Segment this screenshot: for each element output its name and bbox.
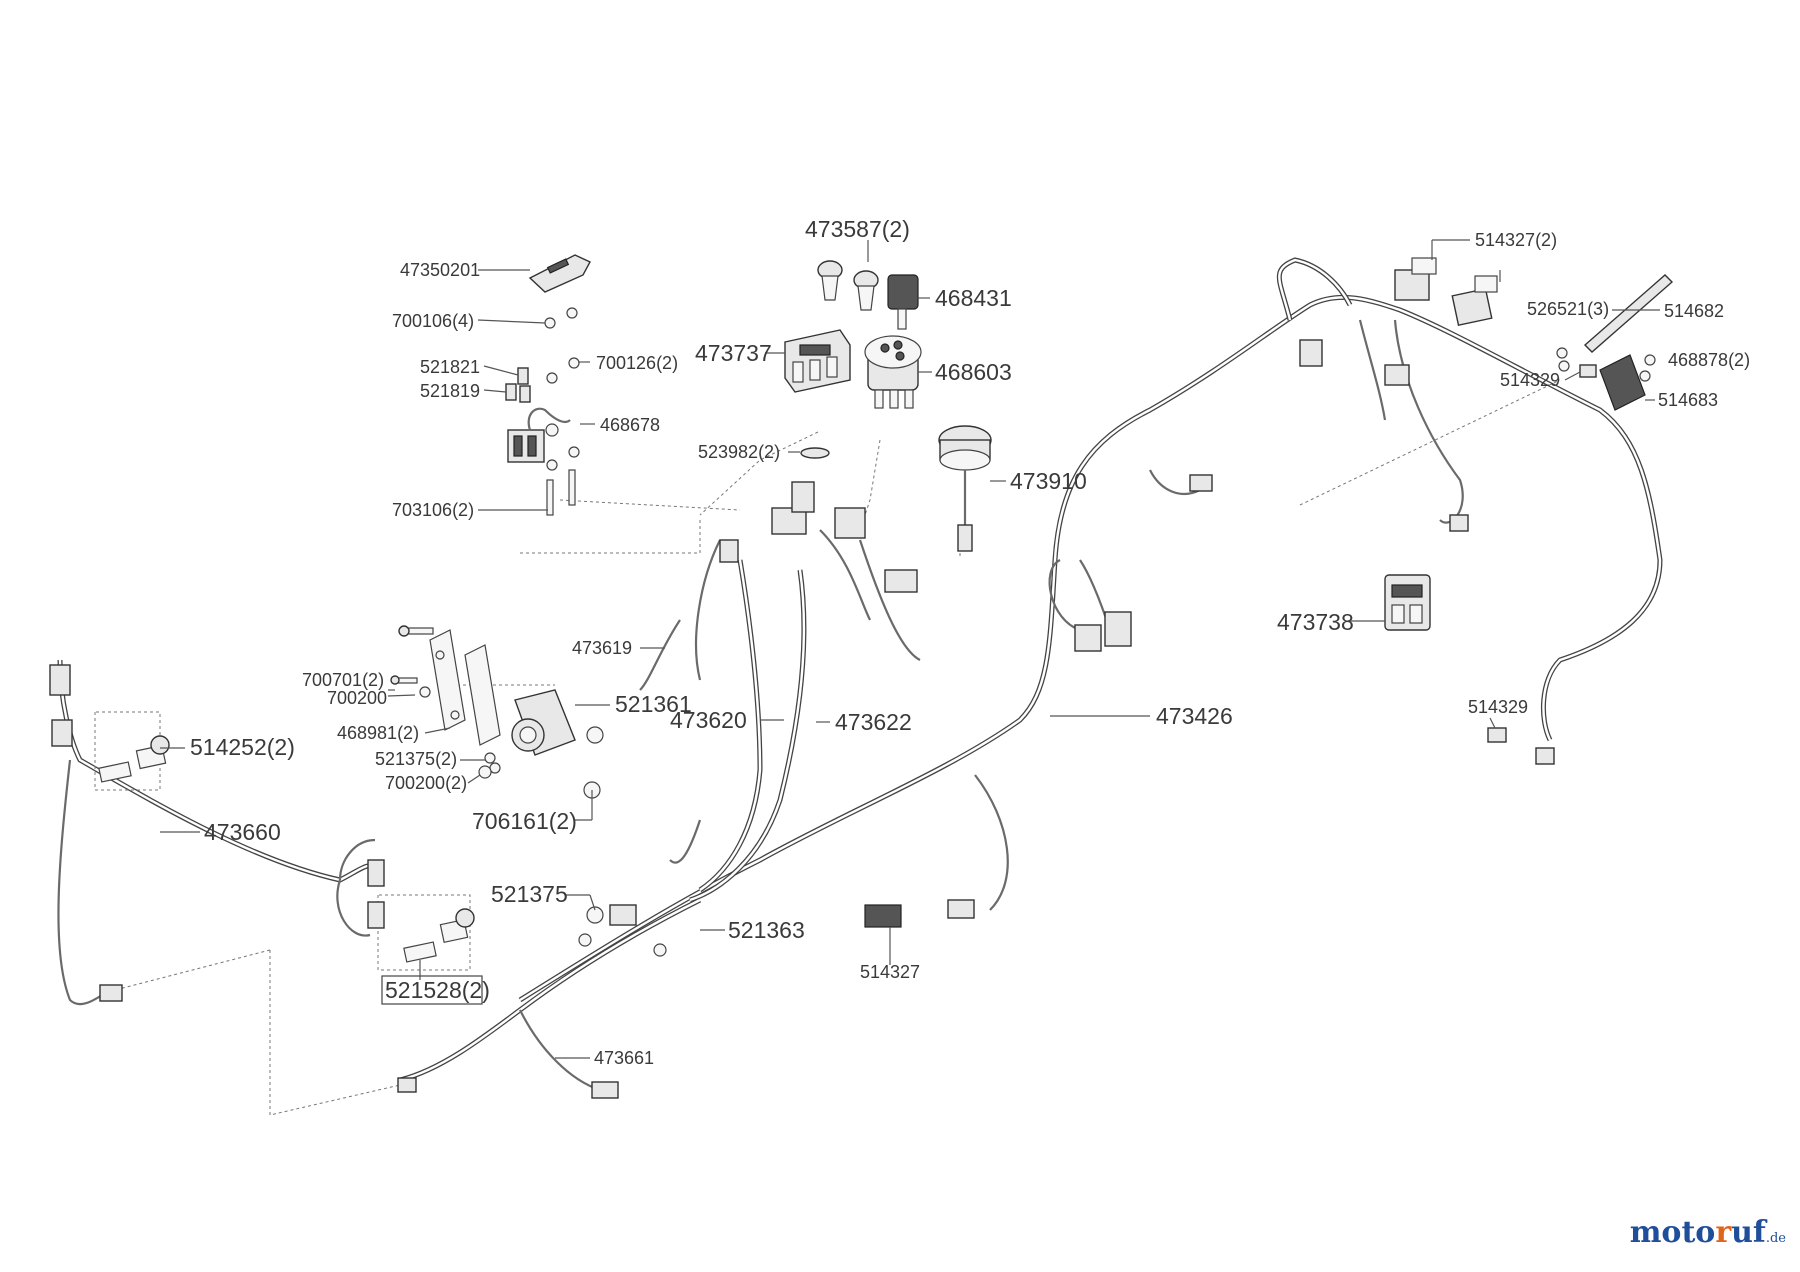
- label-p25: 468981(2): [337, 723, 419, 743]
- label-p27: 700200(2): [385, 773, 467, 793]
- label-p12: 523982(2): [698, 442, 780, 462]
- label-p37: 514327: [860, 962, 920, 982]
- part-rod: [1583, 274, 1674, 353]
- label-p09: 468431: [935, 285, 1012, 311]
- part-mounting-plates: [390, 625, 501, 746]
- label-p15: 526521(3): [1527, 299, 1609, 319]
- label-p35: 521375: [491, 881, 568, 907]
- label-p18: 468878(2): [1668, 350, 1750, 370]
- label-p01: 47350201: [400, 260, 480, 280]
- part-retainer-clip: [800, 447, 830, 459]
- brand-main: moto: [1629, 1215, 1716, 1250]
- label-p38-box: [381, 975, 483, 1005]
- label-p22: 700701(2): [302, 670, 384, 690]
- label-p39: 473661: [594, 1048, 654, 1068]
- part-nuts: [478, 752, 501, 779]
- label-p06: 468678: [600, 415, 660, 435]
- brand-tld: .de: [1765, 1231, 1786, 1246]
- label-p04: 700126(2): [596, 353, 678, 373]
- guide-lines: [94, 379, 1561, 1116]
- label-p19: 514683: [1658, 390, 1718, 410]
- label-p13: 473910: [1010, 468, 1087, 494]
- brand-accent: r: [1715, 1215, 1732, 1250]
- part-fuse-holder: [507, 407, 571, 463]
- part-switch-cover: [528, 254, 591, 293]
- part-sensor-right: [1487, 727, 1555, 765]
- label-p30: 473622: [835, 709, 912, 735]
- part-relays-top: [1394, 257, 1498, 327]
- brand-logo: motoruf.de: [1630, 1215, 1786, 1250]
- label-p24: 521361: [615, 691, 692, 717]
- part-small-fasteners: [1556, 347, 1656, 382]
- label-p31: 473426: [1156, 703, 1233, 729]
- label-p08: 473587(2): [805, 216, 910, 242]
- label-p36: 521363: [728, 917, 805, 943]
- part-bulb-holders-left: [49, 664, 170, 783]
- part-fuses: [505, 367, 531, 403]
- label-p38: 521528(2): [385, 977, 490, 1003]
- part-relay-lower: [864, 899, 975, 928]
- leader-lines: [160, 239, 1660, 1059]
- label-p11: 468603: [935, 359, 1012, 385]
- label-p20: 473738: [1277, 609, 1354, 635]
- part-module: [1599, 354, 1646, 411]
- label-p14: 514327(2): [1475, 230, 1557, 250]
- part-ignition-switch: [864, 335, 922, 409]
- label-p34: 473660: [204, 819, 281, 845]
- label-p16: 514682: [1664, 301, 1724, 321]
- label-p26: 521375(2): [375, 749, 457, 769]
- label-p07: 703106(2): [392, 500, 474, 520]
- part-hour-meter: [938, 425, 992, 552]
- label-p10: 473737: [695, 340, 772, 366]
- label-p03: 521821: [420, 357, 480, 377]
- label-p29: 473620: [670, 707, 747, 733]
- part-harness-connectors-right: [1074, 339, 1469, 652]
- part-push-buttons: [817, 260, 879, 311]
- part-ignition-key: [887, 274, 919, 330]
- part-switch-block: [784, 329, 851, 393]
- part-harness-connectors: [719, 481, 918, 593]
- part-labels: 47350201 700106(4) 521821 700126(2) 5218…: [190, 216, 1750, 1068]
- brand-main-2: uf: [1731, 1215, 1766, 1250]
- part-solenoid: [511, 689, 604, 799]
- part-bulb-holders-mid: [367, 859, 475, 963]
- label-p17: 514329: [1500, 370, 1560, 390]
- label-p05: 521819: [420, 381, 480, 401]
- label-p21: 473619: [572, 638, 632, 658]
- part-rocker-switch: [1384, 574, 1431, 631]
- label-p32: 514329: [1468, 697, 1528, 717]
- parts: [49, 254, 1674, 1099]
- label-p33: 514252(2): [190, 734, 295, 760]
- part-connectors-lower: [99, 984, 619, 1099]
- label-p28: 706161(2): [472, 808, 577, 834]
- label-p02: 700106(4): [392, 311, 474, 331]
- part-eyelet-terminals: [578, 904, 667, 957]
- label-p23: 700200: [327, 688, 387, 708]
- part-screw-stack: [544, 307, 580, 516]
